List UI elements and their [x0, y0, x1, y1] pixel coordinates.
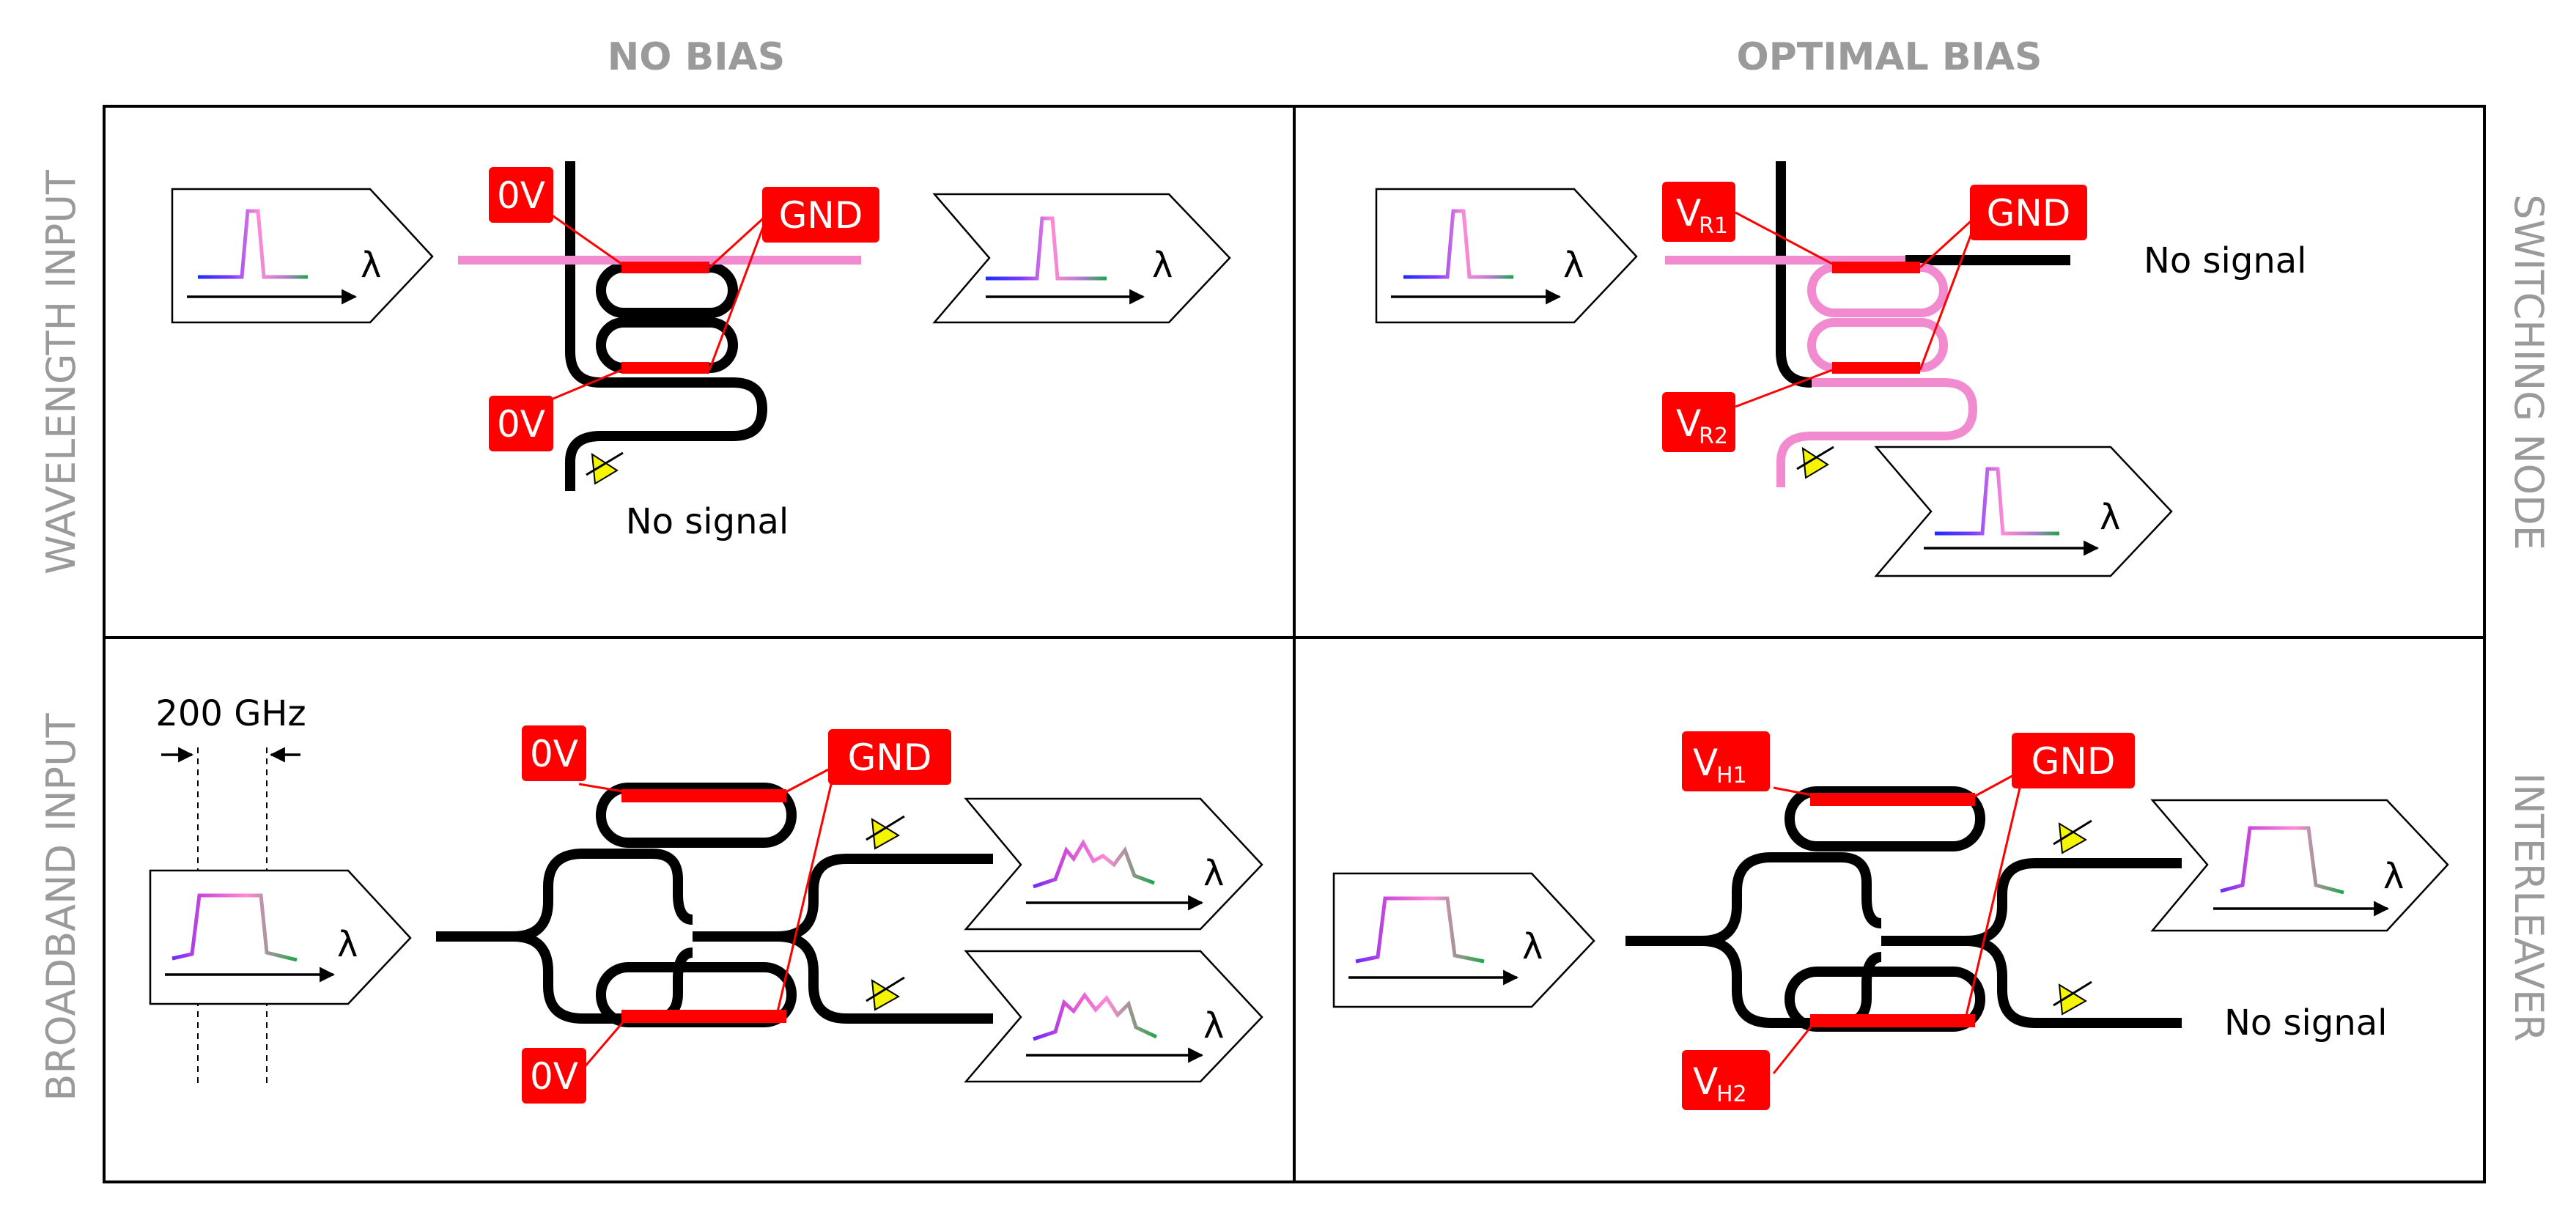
detector-icon: [2053, 819, 2092, 854]
side-label-wavelength-input: WAVELENGTH INPUT: [38, 169, 84, 574]
side-label-switching-node: SWITCHING NODE: [2506, 194, 2552, 550]
badge-0v-top-bl: 0V: [522, 725, 586, 781]
detector-icon: [1796, 446, 1834, 479]
lambda-label: λ: [361, 245, 381, 286]
svg-text:GND: GND: [2031, 740, 2116, 783]
panel-top-left: λ 0V 0V GND: [171, 161, 1231, 542]
mzi-device-br: [1625, 768, 2182, 1074]
header-no-bias: NO BIAS: [608, 35, 786, 79]
badge-vr1: V R1: [1662, 182, 1735, 242]
detector-icon: [866, 976, 905, 1011]
badge-gnd-br: GND: [2012, 733, 2135, 788]
badge-gnd: GND: [762, 187, 879, 243]
badge-vh2: V H2: [1682, 1050, 1770, 1110]
svg-text:λ: λ: [1203, 1005, 1224, 1046]
spectrum-output-bl-2: λ: [964, 950, 1263, 1083]
heater-1: [621, 262, 709, 273]
svg-text:0V: 0V: [497, 174, 545, 217]
badge-0v-bottom-bl: 0V: [522, 1048, 586, 1104]
spectrum-output-br: λ: [2150, 799, 2449, 932]
heater-r2: [1832, 362, 1920, 374]
svg-text:0V: 0V: [530, 733, 578, 775]
heater-r1: [1832, 262, 1920, 273]
side-label-broadband-input: BROADBAND INPUT: [38, 712, 84, 1101]
spacing-label: 200 GHz: [155, 693, 306, 734]
svg-text:λ: λ: [1152, 245, 1173, 286]
svg-text:λ: λ: [1522, 926, 1543, 967]
svg-text:V: V: [1693, 742, 1718, 784]
svg-text:H2: H2: [1716, 1082, 1747, 1107]
badge-gnd-bl: GND: [828, 729, 951, 785]
svg-text:λ: λ: [1563, 245, 1584, 286]
detector-icon: [586, 451, 624, 485]
svg-text:GND: GND: [1987, 192, 2071, 234]
svg-text:GND: GND: [779, 194, 863, 237]
panel-bottom-right: λ V H1 V H2: [1332, 731, 2449, 1110]
svg-text:λ: λ: [2383, 856, 2404, 897]
svg-text:R1: R1: [1699, 213, 1728, 239]
svg-text:0V: 0V: [497, 403, 545, 446]
detector-icon: [2053, 980, 2092, 1016]
svg-text:V: V: [1676, 192, 1701, 234]
svg-text:GND: GND: [848, 736, 932, 779]
spectrum-input: λ: [171, 188, 434, 324]
spectrum-output-tl: λ: [932, 193, 1231, 324]
header-optimal-bias: OPTIMAL BIAS: [1736, 35, 2042, 79]
badge-vh1: V H1: [1682, 731, 1770, 791]
ring-device-tr: [1665, 161, 2070, 487]
no-signal-br: No signal: [2224, 1002, 2388, 1043]
spectrum-output-bl-1: λ: [964, 797, 1263, 931]
spectrum-input-br: λ: [1332, 872, 1595, 1008]
no-signal-tl: No signal: [626, 501, 789, 542]
detector-icon: [866, 815, 905, 850]
svg-text:λ: λ: [337, 924, 358, 965]
svg-text:0V: 0V: [530, 1055, 578, 1098]
svg-text:λ: λ: [2100, 497, 2120, 538]
panel-bottom-left: 200 GHz λ 0V: [149, 693, 1263, 1104]
badge-vr2: V R2: [1662, 392, 1735, 452]
heater-2: [621, 362, 709, 374]
svg-text:λ: λ: [1203, 853, 1224, 894]
svg-text:H1: H1: [1716, 763, 1747, 788]
svg-text:V: V: [1693, 1060, 1718, 1103]
panel-top-right: λ V R1 V R2 GND: [1375, 161, 2307, 577]
badge-0v-top: 0V: [489, 167, 553, 223]
panel-grid: [103, 105, 2486, 1183]
svg-text:V: V: [1676, 402, 1701, 445]
badge-0v-bottom: 0V: [489, 396, 553, 451]
no-signal-tr: No signal: [2144, 240, 2307, 281]
spectrum-input-tr: λ: [1375, 188, 1638, 324]
side-label-interleaver: INTERLEAVER: [2506, 772, 2552, 1041]
spectrum-input-bl: λ: [149, 869, 412, 1005]
badge-gnd-tr: GND: [1970, 185, 2087, 240]
svg-text:R2: R2: [1699, 424, 1728, 449]
spectrum-output-tr: λ: [1874, 446, 2173, 577]
mzi-device-bl: [436, 764, 993, 1074]
